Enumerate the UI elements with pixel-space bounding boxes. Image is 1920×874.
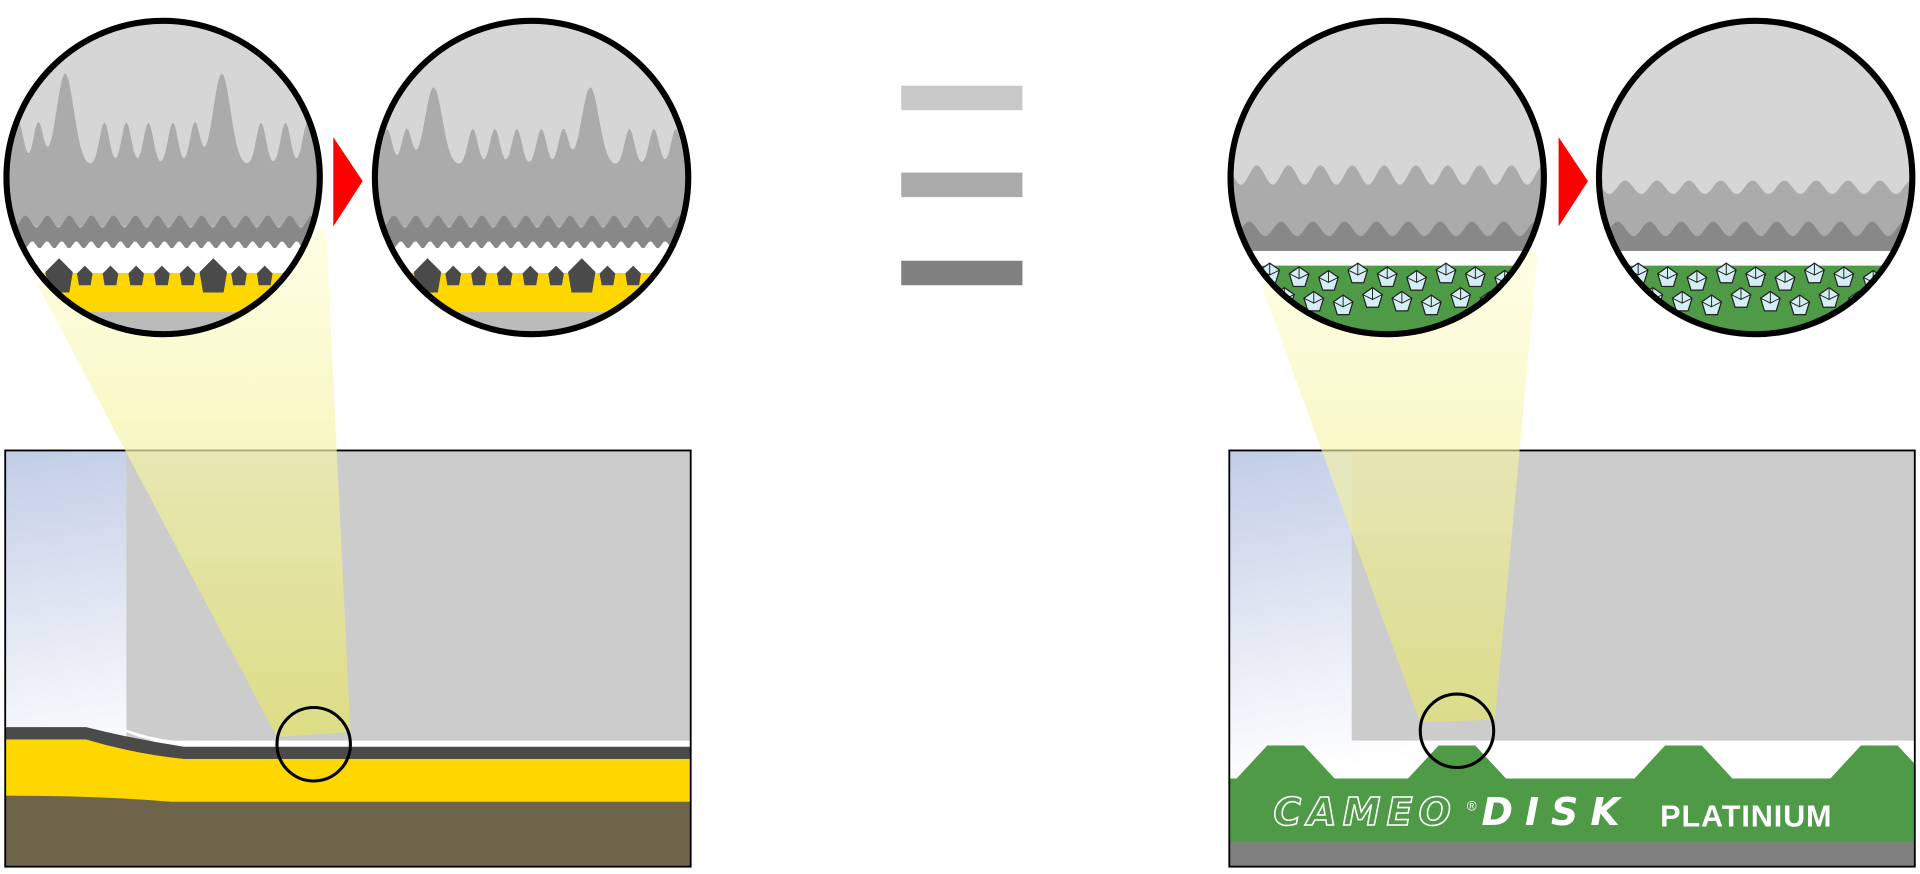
conventional-disk-panel <box>5 450 691 867</box>
diamond-facet <box>1833 266 1854 280</box>
diamond-facet <box>1745 266 1766 280</box>
magnifier-circle <box>1227 17 1547 338</box>
logo-registered: ® <box>1467 798 1477 813</box>
diamond-facet <box>1701 295 1722 308</box>
magnifier-circle <box>3 17 323 338</box>
arrow-right-icon <box>1558 137 1588 227</box>
gap <box>1601 250 1910 269</box>
right-panel-frame <box>1228 449 1916 868</box>
abrasive-grain <box>445 265 462 286</box>
abrasive-grain <box>76 265 93 286</box>
logo-platinium: PLATINIUM <box>1660 799 1831 833</box>
diamond-facet <box>1406 270 1427 284</box>
abrasive-grain <box>522 265 539 286</box>
abrasive-grain <box>102 265 119 286</box>
diamond-facet <box>1686 270 1707 284</box>
abrasive-grain <box>548 265 564 286</box>
diamond-facet <box>1289 266 1310 280</box>
diamond-facet <box>1333 295 1354 308</box>
left-panel-frame <box>4 449 692 868</box>
disk-base <box>1229 842 1915 867</box>
magnifier-spot-right <box>1418 692 1496 770</box>
abrasive-grain <box>128 265 145 286</box>
magnifier-circle <box>371 17 692 338</box>
diamond-facet <box>1362 287 1383 301</box>
abrasive-grain <box>599 265 616 286</box>
diamond-facet <box>1657 266 1678 280</box>
magnified-view <box>1232 23 1542 332</box>
magnifier-spot-left <box>275 705 352 783</box>
abrasive-grain <box>179 265 196 286</box>
gap <box>1232 250 1542 269</box>
diamond-facet <box>1789 295 1810 308</box>
abrasive-grain <box>199 258 228 293</box>
magnifier-beam-right <box>1261 252 1538 723</box>
diamond-facet <box>1347 263 1368 276</box>
yellow-bond-layer <box>5 739 691 802</box>
diamond-facet <box>1391 291 1412 304</box>
diamond-facet <box>1318 270 1339 284</box>
abrasive-layer <box>5 727 691 759</box>
diamond-facet <box>1303 291 1324 304</box>
abrasive-grain <box>154 265 170 286</box>
surface-peaks <box>8 73 318 227</box>
arrow-right-icon <box>333 137 363 227</box>
abrasive-grain <box>496 265 513 286</box>
diamond-facet <box>1716 263 1737 276</box>
logo-disk: DISK <box>1481 790 1622 834</box>
abrasive-grain <box>471 265 487 286</box>
diamond-facet <box>1421 295 1442 308</box>
magnified-view <box>377 23 686 332</box>
diamond-facet <box>1672 291 1693 304</box>
diamond-facet <box>1450 287 1471 301</box>
diamond-facet <box>1730 287 1751 301</box>
magnifier-beam-left <box>37 227 351 737</box>
surface-peaks <box>377 87 686 227</box>
diamond-facet <box>1377 266 1398 280</box>
diamond-icon <box>1877 294 1899 316</box>
diamond-facet <box>1804 263 1825 276</box>
diamond-facet <box>1775 270 1796 284</box>
magnifier-circle <box>1595 17 1916 338</box>
legend-bar-medium <box>901 172 1023 198</box>
logo-cameo: CAMEO <box>1273 790 1450 834</box>
diamond-facet <box>1819 287 1840 301</box>
diamond-facet <box>1435 263 1456 276</box>
abrasive-grain <box>256 265 273 286</box>
diamond-facet <box>1877 295 1898 308</box>
base <box>377 312 686 332</box>
legend-bar-dark <box>901 260 1023 286</box>
abrasive-grain <box>625 265 642 286</box>
abrasive-grain <box>568 258 596 293</box>
gap-line <box>126 729 691 745</box>
diamond-facet <box>1760 291 1781 304</box>
legend-bar-light <box>901 85 1023 111</box>
abrasive-grain <box>231 265 247 286</box>
green-corrugated-disk <box>1229 745 1915 857</box>
diamond-facet <box>1465 266 1486 280</box>
